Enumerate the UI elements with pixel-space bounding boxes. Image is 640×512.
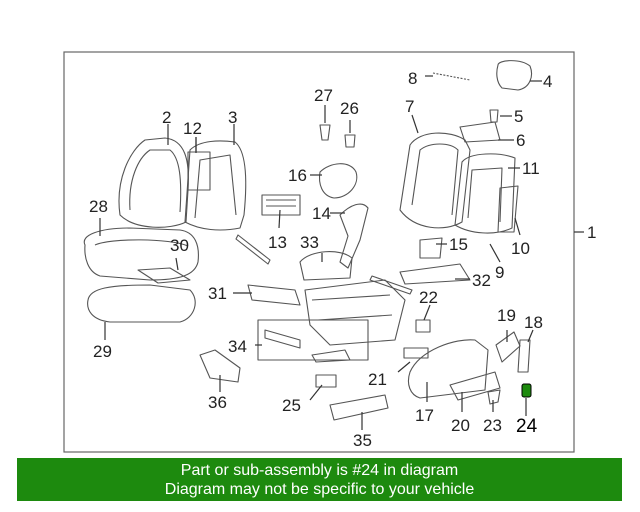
callout-12: 12 xyxy=(183,119,202,138)
callout-2: 2 xyxy=(162,108,171,127)
callout-14: 14 xyxy=(312,204,331,223)
seat-parts-diagram: 1 2 3 4 5 6 7 8 9 10 11 12 13 14 15 16 1… xyxy=(63,51,596,453)
callout-27: 27 xyxy=(314,86,333,105)
callout-16: 16 xyxy=(288,166,307,185)
callout-30: 30 xyxy=(170,236,189,255)
seat-cushion xyxy=(83,227,199,323)
banner-line-1: Part or sub-assembly is #24 in diagram xyxy=(180,462,459,479)
callout-9: 9 xyxy=(495,263,504,282)
callout-31: 31 xyxy=(208,284,227,303)
callout-21: 21 xyxy=(368,370,387,389)
callout-25: 25 xyxy=(282,396,301,415)
callout-10: 10 xyxy=(511,239,530,258)
callout-5: 5 xyxy=(514,107,523,126)
seat-back-trim xyxy=(118,137,247,231)
callout-4: 4 xyxy=(543,72,552,91)
callout-34: 34 xyxy=(228,337,247,356)
callout-35: 35 xyxy=(353,431,372,450)
misc-parts xyxy=(199,124,431,421)
callout-6: 6 xyxy=(516,131,525,150)
callout-1: 1 xyxy=(587,223,596,242)
callout-3: 3 xyxy=(228,108,237,127)
callout-17: 17 xyxy=(415,406,434,425)
callout-33: 33 xyxy=(300,233,319,252)
callout-24: 24 xyxy=(516,416,538,437)
callout-18: 18 xyxy=(524,313,543,332)
part-24-highlight xyxy=(521,383,532,398)
callout-8: 8 xyxy=(408,69,417,88)
callout-15: 15 xyxy=(449,235,468,254)
callout-22: 22 xyxy=(419,288,438,307)
callout-7: 7 xyxy=(405,97,414,116)
seatback-frame xyxy=(399,60,533,285)
callout-13: 13 xyxy=(268,233,287,252)
callout-11: 11 xyxy=(522,159,540,178)
part-info-banner: Part or sub-assembly is #24 in diagram D… xyxy=(17,458,622,501)
callout-20: 20 xyxy=(451,416,470,435)
banner-line-2: Diagram may not be specific to your vehi… xyxy=(164,481,475,498)
callout-labels: 1 2 3 4 5 6 7 8 9 10 11 12 13 14 15 16 1… xyxy=(89,69,596,450)
callout-36: 36 xyxy=(208,393,227,412)
callout-28: 28 xyxy=(89,197,108,216)
callout-29: 29 xyxy=(93,342,112,361)
callout-32: 32 xyxy=(472,271,491,290)
callout-19: 19 xyxy=(497,306,516,325)
callout-23: 23 xyxy=(483,416,502,435)
callout-26: 26 xyxy=(340,99,359,118)
leader-lines xyxy=(99,75,542,430)
diagram-frame xyxy=(63,51,575,453)
side-shield-parts xyxy=(407,331,531,405)
